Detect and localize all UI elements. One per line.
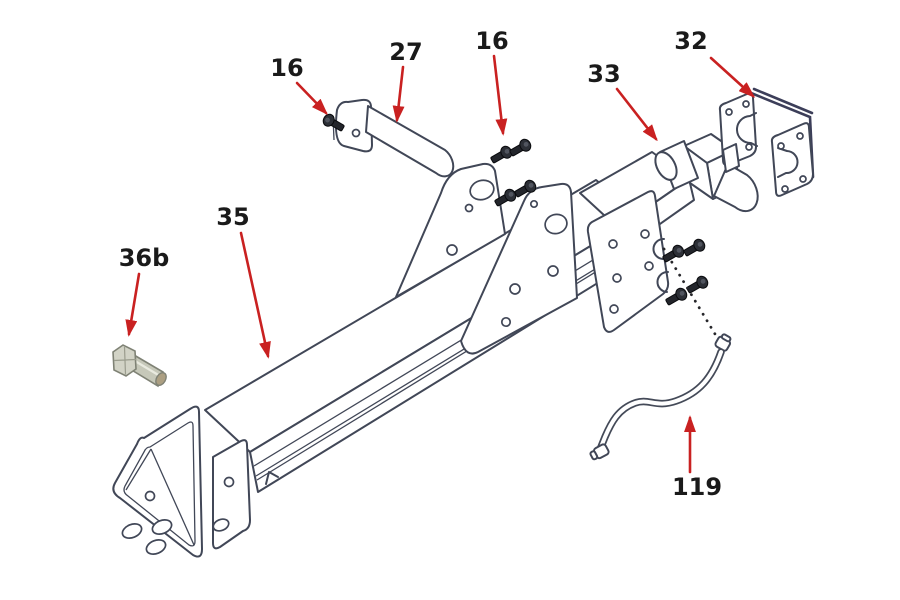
pin-cylinder <box>365 105 455 178</box>
callout-arrow-36b <box>125 272 141 337</box>
callout-arrows <box>125 54 756 474</box>
set-screw <box>681 236 708 260</box>
bracket-front-plate <box>770 122 814 197</box>
callout-arrow-16a <box>295 81 328 116</box>
hydraulic-hose <box>589 333 732 461</box>
hinge-notch-upper <box>652 237 665 260</box>
end-plate <box>586 190 670 333</box>
callout-labels: 16 27 16 33 32 35 36b 119 <box>119 27 722 501</box>
callout-label-119: 119 <box>672 473 722 501</box>
hinge-bracket <box>718 87 815 197</box>
beam-bottom-notch <box>265 471 279 485</box>
bracket-tab <box>722 143 740 173</box>
receiver-side-plate <box>212 439 251 550</box>
gusset-plate-front <box>460 182 578 355</box>
callout-label-16a: 16 <box>270 54 303 82</box>
callout-label-33: 33 <box>587 60 620 88</box>
callout-arrow-27 <box>392 65 405 123</box>
callout-label-35: 35 <box>216 203 249 231</box>
hinge-notch-lower <box>656 270 669 293</box>
callout-arrow-33 <box>615 87 658 142</box>
callout-arrow-32 <box>709 56 756 98</box>
hex-bolt <box>112 344 167 388</box>
callout-label-27: 27 <box>389 38 422 66</box>
collar <box>654 140 699 190</box>
pivot-pin <box>332 98 455 178</box>
gusset-plate-rear <box>395 162 506 298</box>
set-screw <box>488 143 515 167</box>
callout-arrow-16b <box>492 54 508 136</box>
callout-label-32: 32 <box>674 27 707 55</box>
receiver-end-box <box>112 405 251 558</box>
set-screw <box>684 273 711 297</box>
callout-label-36b: 36b <box>119 244 170 272</box>
callout-arrow-35 <box>239 231 271 359</box>
stub-cylinder <box>713 163 759 213</box>
callout-label-16b: 16 <box>475 27 508 55</box>
receiver-face-plate <box>112 405 203 558</box>
